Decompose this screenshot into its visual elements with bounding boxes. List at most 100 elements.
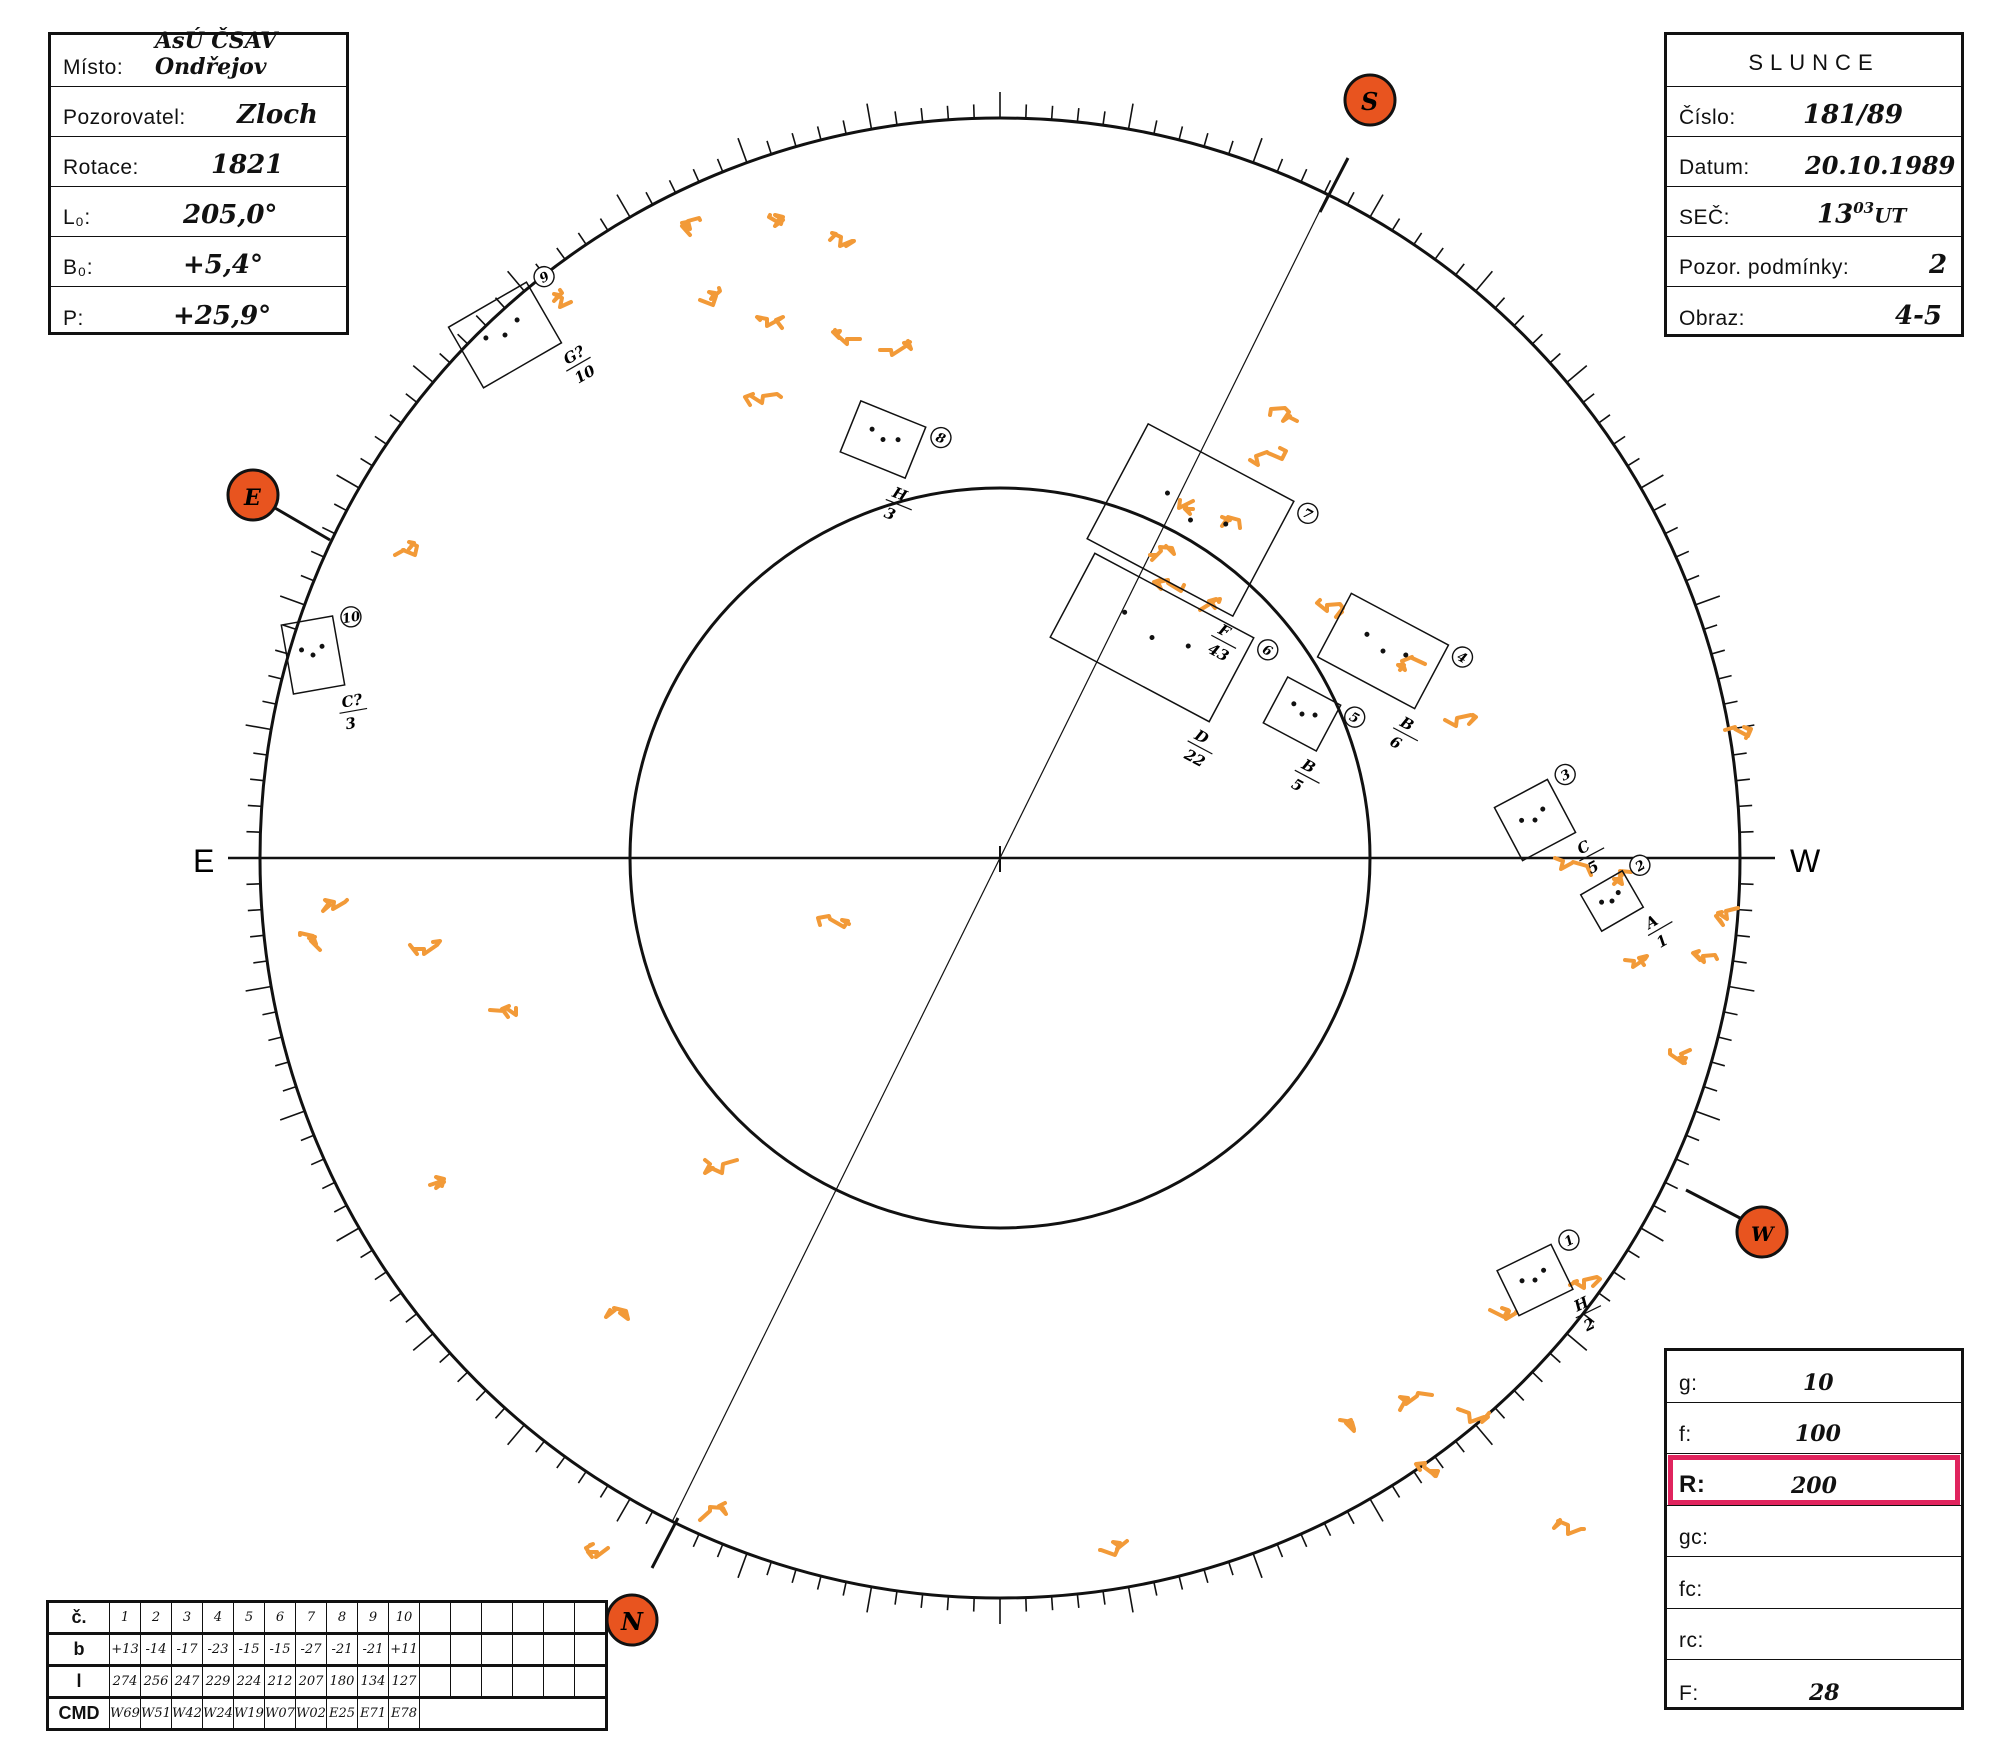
facula-mark	[743, 392, 783, 407]
sunspot-group: 8H3	[839, 399, 952, 524]
faculae-areas	[298, 213, 1753, 1559]
table-row-b: b +13 -14 -17 -23 -15 -15 -27 -21 -21 +1…	[47, 1633, 607, 1666]
facula-mark	[1553, 856, 1593, 877]
limb-tick	[310, 550, 325, 558]
limb-tick	[1227, 1561, 1234, 1576]
facula-mark	[428, 1175, 446, 1190]
l0-label: L₀:	[63, 206, 91, 229]
facula-mark	[552, 288, 573, 309]
limb-tick	[1717, 674, 1732, 680]
rc-label: rc:	[1679, 1629, 1704, 1652]
b0-row: B₀: +5,4°	[51, 237, 346, 287]
limb-tick	[475, 315, 487, 327]
marker-e: E	[226, 468, 331, 542]
pozorovatel-row: Pozorovatel: Zloch	[51, 87, 346, 137]
limb-tick	[457, 1371, 469, 1383]
limb-tick	[1703, 1085, 1718, 1092]
limb-tick	[1653, 503, 1667, 512]
table-cell: 134	[357, 1665, 389, 1698]
obraz-label: Obraz:	[1679, 307, 1746, 330]
limb-tick	[1178, 126, 1184, 141]
table-row-label: l	[47, 1665, 110, 1698]
l0-value: 205,0°	[183, 200, 278, 230]
facula-mark	[1414, 1461, 1440, 1478]
facula-mark	[1568, 1275, 1602, 1290]
group-class: H	[889, 483, 911, 506]
limb-tick	[1323, 1522, 1332, 1537]
limb-tick	[866, 1586, 873, 1613]
limb-tick	[457, 333, 469, 345]
group-fraction-line	[885, 498, 912, 511]
limb-tick	[389, 414, 402, 424]
limb-tick	[577, 1471, 587, 1484]
sec-label: SEČ:	[1679, 206, 1731, 229]
group-number-circle	[1554, 763, 1576, 786]
limb-tick	[692, 168, 700, 183]
facula-mark	[393, 540, 419, 557]
facula-mark	[703, 1158, 739, 1175]
p-row: P: +25,9°	[51, 287, 346, 337]
f-row: f: 100	[1667, 1403, 1961, 1454]
limb-tick	[1582, 1312, 1595, 1323]
limb-tick	[645, 191, 654, 205]
table-cell: 3	[171, 1601, 203, 1634]
podminky-row: Pozor. podmínky: 2	[1667, 237, 1961, 287]
sec-value: 1303UT	[1817, 199, 1906, 230]
group-fraction-line	[1211, 634, 1237, 649]
marker-w: W	[1685, 1188, 1789, 1259]
sunspot-dot	[1188, 517, 1193, 523]
counts-box: g: 10 f: 100 R: 200 gc: fc: rc: F: 28	[1664, 1348, 1964, 1710]
table-row-l: l 274 256 247 229 224 212 207 180 134 12…	[47, 1665, 607, 1698]
limb-tick	[360, 457, 373, 467]
table-cell-empty	[419, 1633, 451, 1666]
limb-tick	[1076, 1593, 1080, 1608]
limb-tick	[1369, 194, 1384, 218]
limb-tick	[920, 1593, 924, 1608]
table-cell: 2	[140, 1601, 172, 1634]
table-cell: 224	[233, 1665, 265, 1698]
podminky-value: 2	[1929, 250, 1948, 280]
f-value: 100	[1795, 1421, 1841, 1447]
table-cell: -15	[264, 1633, 296, 1666]
sunspot-dot	[1299, 711, 1305, 717]
limb-tick-marks	[234, 92, 1766, 1624]
facula-mark	[1098, 1539, 1129, 1557]
table-cell: 8	[326, 1601, 358, 1634]
limb-tick	[245, 985, 272, 992]
table-cell: W07	[264, 1697, 296, 1730]
f-label: f:	[1679, 1423, 1692, 1446]
limb-tick	[1300, 1533, 1308, 1548]
table-cell: +11	[388, 1633, 420, 1666]
limb-tick	[1153, 120, 1158, 135]
limb-tick	[1653, 1204, 1667, 1213]
limb-tick	[1475, 270, 1493, 292]
cislo-row: Číslo: 181/89	[1667, 87, 1961, 137]
limb-tick	[1728, 985, 1755, 992]
table-cell-empty	[481, 1665, 513, 1698]
limb-tick	[1346, 1511, 1355, 1525]
limb-tick	[737, 1553, 748, 1579]
limb-tick	[766, 140, 773, 155]
limb-tick	[842, 1581, 847, 1596]
facula-mark	[698, 1501, 728, 1522]
facula-mark	[1456, 1407, 1491, 1424]
group-count: 10	[571, 361, 599, 387]
rc-row: rc:	[1667, 1609, 1961, 1660]
table-row-label: CMD	[47, 1697, 110, 1730]
table-cell: 7	[295, 1601, 327, 1634]
slunce-header-box: SLUNCE Číslo: 181/89 Datum: 20.10.1989 S…	[1664, 32, 1964, 337]
table-cell: 247	[171, 1665, 203, 1698]
table-cell: 207	[295, 1665, 327, 1698]
marker-n-label: N	[620, 1607, 644, 1636]
limb-tick	[250, 778, 265, 782]
p-value: +25,9°	[173, 301, 272, 331]
limb-tick	[475, 1389, 487, 1401]
limb-tick	[1640, 1227, 1664, 1242]
limb-tick	[645, 1511, 654, 1525]
facula-mark	[1488, 1306, 1518, 1321]
marker-e-label: E	[243, 485, 262, 511]
limb-tick	[1252, 137, 1263, 163]
datum-row: Datum: 20.10.1989	[1667, 137, 1961, 187]
facula-mark	[1691, 949, 1719, 964]
